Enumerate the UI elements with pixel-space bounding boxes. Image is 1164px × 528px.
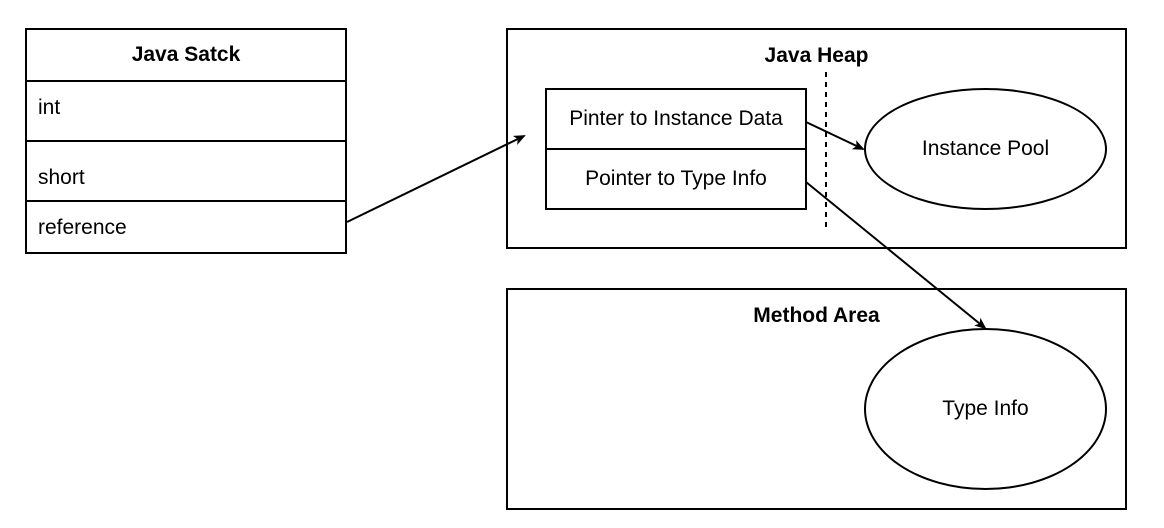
stack-row-short: short bbox=[27, 142, 345, 202]
pointer-instance-data-cell: Pinter to Instance Data bbox=[547, 90, 805, 150]
java-stack-box: Java Satck int short reference bbox=[25, 28, 347, 254]
handle-box: Pinter to Instance Data Pointer to Type … bbox=[545, 88, 807, 210]
stack-row-int: int bbox=[27, 82, 345, 142]
pointer-type-info-cell: Pointer to Type Info bbox=[585, 167, 767, 190]
java-heap-title: Java Heap bbox=[764, 44, 869, 67]
stack-row-reference: reference bbox=[38, 216, 127, 239]
java-stack-title: Java Satck bbox=[27, 30, 345, 82]
method-area-title: Method Area bbox=[753, 304, 880, 327]
arrow-reference-to-heap bbox=[346, 135, 526, 223]
type-info-ellipse: Type Info bbox=[864, 328, 1107, 490]
instance-pool-ellipse: Instance Pool bbox=[864, 88, 1107, 210]
